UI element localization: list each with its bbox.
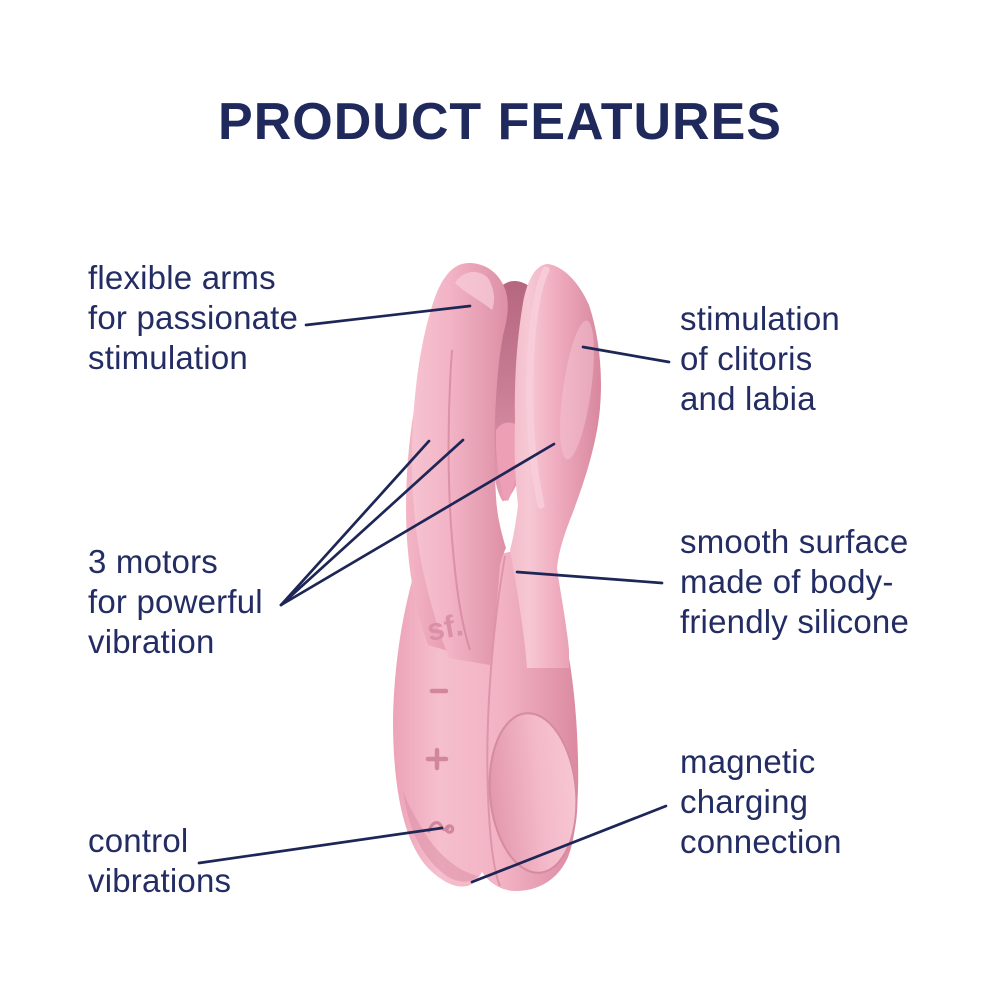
label-flexible-arms: flexible arms for passionate stimulation — [88, 259, 299, 376]
left-front-arm — [411, 262, 508, 665]
leader-line-flexible-arms — [304, 304, 472, 327]
leader-line-control — [197, 826, 444, 865]
label-smooth-surface: smooth surface made of body- friendly si… — [680, 523, 910, 640]
label-stimulation: stimulation of clitoris and labia — [680, 300, 840, 417]
wave-button-icon — [427, 820, 455, 834]
leader-lines-motors — [279, 438, 556, 607]
front-lobe-crease — [486, 555, 506, 887]
label-control-vibrations: control vibrations — [88, 822, 232, 899]
arm-gap-slot — [497, 500, 517, 551]
leader-lines — [197, 304, 671, 884]
label-3-motors: 3 motors for powerful vibration — [88, 543, 263, 660]
arm-crease — [447, 349, 471, 651]
label-magnetic-charging: magnetic charging connection — [680, 743, 842, 860]
right-arm-ridge-highlight — [526, 266, 550, 509]
oval-recess — [488, 712, 578, 874]
right-arm-sheen — [560, 320, 594, 460]
leader-line-magnetic — [470, 804, 668, 884]
brand-logo: sf. — [424, 607, 466, 648]
leader-line-stimulation — [581, 345, 671, 364]
page-title: PRODUCT FEATURES — [218, 93, 782, 151]
leader-line-smooth-surface — [515, 570, 664, 585]
left-front-arm-tip-highlight — [455, 271, 495, 310]
plus-button-icon — [425, 747, 449, 771]
device: sf. — [393, 262, 601, 891]
body-shadow — [403, 790, 478, 882]
